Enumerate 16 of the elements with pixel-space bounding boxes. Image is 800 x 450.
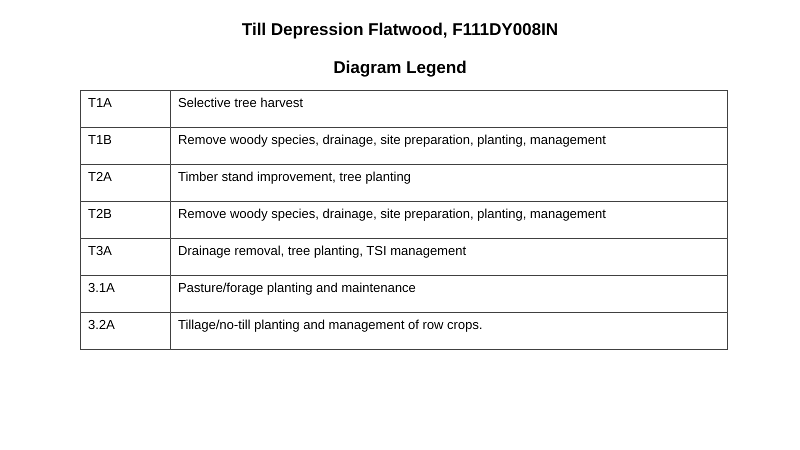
title: Till Depression Flatwood, F111DY008IN bbox=[240, 20, 560, 40]
table-cell: 3.1A bbox=[80, 276, 170, 312]
subtitle: Diagram Legend bbox=[332, 58, 468, 78]
table-cell: 3.2A bbox=[80, 312, 170, 350]
table-cell: T2B bbox=[80, 202, 170, 238]
table-cell: T2A bbox=[80, 164, 170, 202]
table-cell: T1A bbox=[80, 90, 170, 128]
table-cell: T3A bbox=[80, 238, 170, 276]
table-cell: T1B bbox=[80, 128, 170, 164]
table-cell: Remove woody species, drainage, site preparation, planting, management bbox=[170, 202, 728, 238]
table-cell: Drainage removal, tree planting, TSI management bbox=[170, 238, 728, 276]
table-cell: Pasture/forage planting and maintenance bbox=[170, 276, 728, 312]
table-cell: Remove woody species, drainage, site preparation, planting, management bbox=[170, 128, 728, 164]
table-cell: Timber stand improvement, tree planting bbox=[170, 164, 728, 202]
table-cell: Tillage/no-till planting and management of row crops. bbox=[170, 312, 728, 350]
table-cell: Selective tree harvest bbox=[170, 90, 728, 128]
